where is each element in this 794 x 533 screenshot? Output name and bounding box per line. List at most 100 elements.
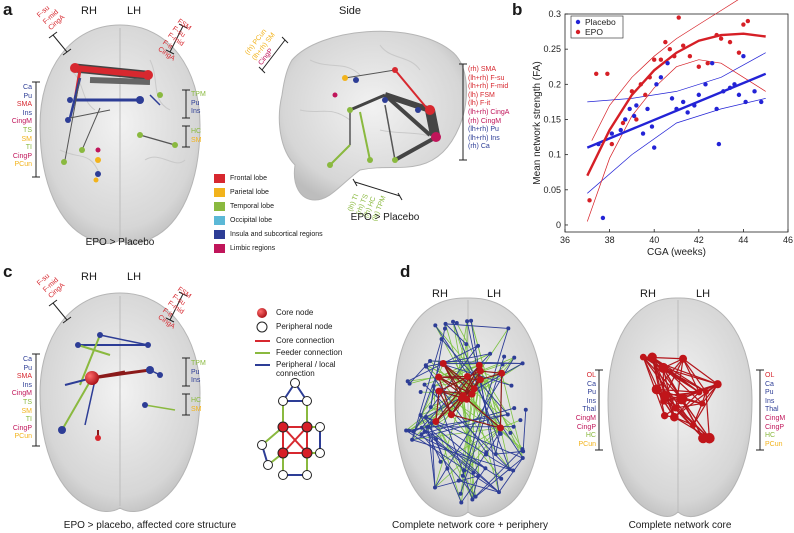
peripheral-edge [460, 468, 486, 503]
feeder-edge [435, 325, 481, 380]
legend-marker-epo [575, 29, 581, 35]
panel-c-left-labels: Ca Pu SMA Ins CingM TS SM TI CingP PCun [11, 356, 32, 441]
core-node [639, 353, 647, 361]
peripheral-edge [425, 416, 523, 459]
feeder-edge [471, 388, 475, 500]
peripheral-edge [421, 407, 515, 435]
core-network-d2 [639, 352, 722, 444]
x-tick-label: 38 [605, 235, 615, 245]
feeder-edge [412, 427, 501, 441]
brackets-a [32, 23, 190, 178]
peripheral-edge [421, 433, 476, 497]
peripheral-node [443, 326, 448, 331]
panel-letter-d: d [400, 262, 411, 281]
panel-a-caption-right: EPO > Placebo [350, 212, 420, 223]
core-node [432, 418, 440, 426]
nodes-a [61, 63, 178, 183]
peripheral-node [445, 466, 450, 471]
epo-point [745, 18, 751, 24]
peripheral-node [439, 337, 444, 342]
placebo-point [665, 61, 670, 66]
placebo-point [741, 53, 746, 59]
x-tick-label: 46 [783, 235, 793, 245]
peripheral-edge [471, 475, 479, 500]
peripheral-edge [431, 423, 436, 488]
panel-d-lh2-label: LH [696, 288, 711, 300]
feeder-edge [430, 406, 452, 416]
epo-point [658, 57, 664, 62]
placebo-point [640, 131, 646, 136]
core-node [660, 390, 670, 401]
chart-legend-box [570, 15, 624, 39]
feeder-edge [434, 398, 462, 488]
epo-point [663, 39, 668, 45]
panel-a-side-right-labels: (rh) SMA (lh+rh) F-su (lh+rh) F-mid (lh)… [468, 66, 510, 151]
feeder-edge [442, 363, 500, 433]
panel-a-rh-label: RH [81, 5, 97, 17]
peripheral-node [419, 432, 424, 437]
core-edge [466, 398, 501, 429]
core-node [447, 411, 455, 419]
feeder-edge [480, 379, 501, 433]
peripheral-node [459, 500, 464, 505]
core-node [463, 372, 471, 380]
peripheral-edge [522, 409, 527, 452]
y-tick-label: 0 [556, 220, 561, 230]
placebo-point [669, 96, 675, 101]
placebo-point [609, 131, 615, 136]
feeder-edge [433, 364, 480, 387]
placebo-point [631, 113, 637, 119]
core-edge [438, 376, 473, 395]
peripheral-edge [472, 448, 523, 500]
legend-temporal: Temporal lobe [214, 202, 274, 211]
epo-point [718, 36, 724, 41]
peripheral-edge [472, 457, 524, 500]
feeder-edge [470, 320, 501, 428]
placebo-point [727, 85, 733, 91]
core-edge [442, 363, 464, 396]
core-node [468, 390, 476, 398]
peripheral-node [433, 323, 438, 328]
panel-letter-a: a [3, 0, 13, 19]
peripheral-node [419, 425, 424, 430]
panel-letter-b: b [512, 0, 523, 19]
placebo-point [752, 89, 757, 94]
core-node [435, 387, 443, 395]
nodes-c [58, 332, 163, 441]
panel-a-right-labels-2: HC SM [191, 128, 202, 144]
placebo-point [685, 110, 690, 115]
epo-fit-line [586, 32, 766, 177]
core-node [658, 362, 669, 373]
core-edge [642, 356, 665, 402]
peripheral-edge [408, 414, 508, 432]
peripheral-edge [445, 323, 467, 345]
core-edge [435, 364, 480, 422]
peripheral-node [428, 405, 433, 410]
peripheral-node [458, 491, 463, 496]
legend-label-placebo: Placebo [585, 17, 616, 27]
epo-point [705, 61, 710, 66]
peripheral-node [498, 431, 503, 436]
core-node [457, 395, 465, 403]
epo-point [605, 71, 610, 76]
core-edge [705, 391, 710, 439]
legend-limbic: Limbic regions [214, 244, 275, 253]
peripheral-node [507, 467, 512, 472]
core-node [679, 354, 688, 363]
core-node [698, 400, 706, 407]
y-tick-label: 0.2 [548, 79, 561, 89]
peripheral-node [431, 384, 436, 389]
peripheral-edge [458, 480, 500, 493]
feeder-edge [451, 414, 502, 480]
core-edge [451, 414, 501, 429]
x-tick-label: 44 [738, 235, 748, 245]
epo-point [676, 15, 681, 20]
panel-d-lh1-label: LH [487, 288, 502, 300]
nodes-side [327, 67, 441, 168]
peripheral-edge [495, 432, 501, 455]
epo-point [687, 53, 693, 59]
peripheral-node [509, 383, 514, 388]
panel-c-right-labels-1: TPM Pu Ins [191, 360, 206, 385]
peripheral-node [493, 452, 498, 457]
core-node [651, 384, 662, 395]
